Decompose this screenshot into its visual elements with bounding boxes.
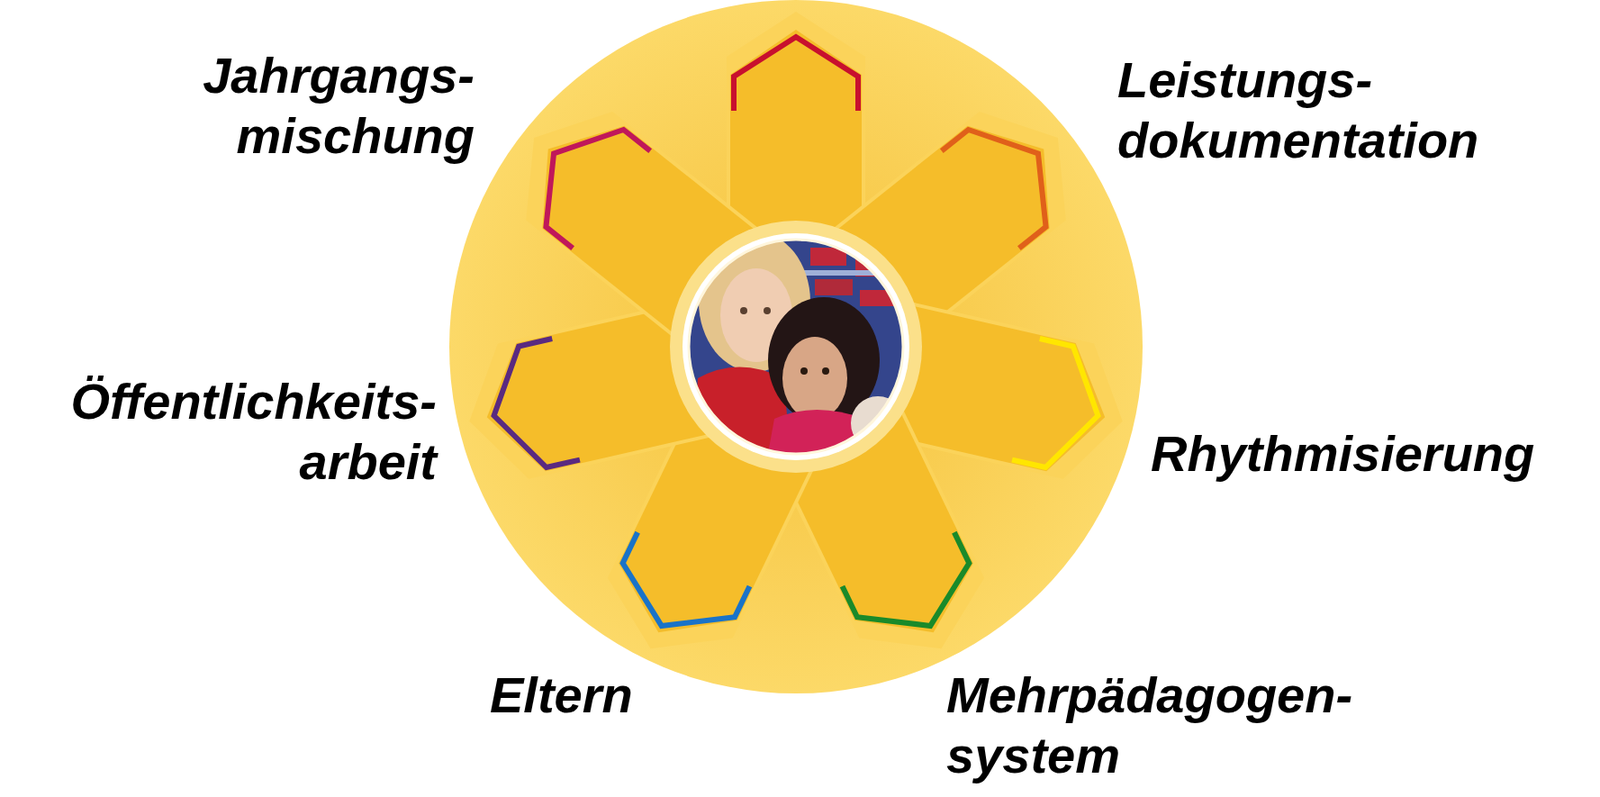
component-label: Rhythmisierung	[1150, 423, 1535, 484]
petal-accent	[605, 532, 751, 653]
component-label: Öffentlichkeits- arbeit	[70, 370, 437, 492]
component-label: Eltern	[489, 664, 633, 725]
petal-accent	[479, 338, 580, 477]
petal-accent	[1012, 338, 1112, 477]
children-photo	[684, 231, 910, 469]
component-label: Leistungs- dokumentation	[1117, 49, 1479, 171]
component-label: Mehrpädagogen- system	[946, 664, 1353, 786]
sun-disc	[449, 0, 1143, 694]
photo-border	[688, 239, 904, 454]
petal-accent	[842, 532, 987, 653]
petal-accent	[941, 105, 1077, 249]
petal-accent	[733, 36, 859, 111]
petal-accent	[515, 105, 651, 249]
component-label: Jahrgangs- mischung	[202, 45, 475, 166]
petal-group	[453, 11, 1139, 679]
photo-ring	[669, 220, 923, 473]
